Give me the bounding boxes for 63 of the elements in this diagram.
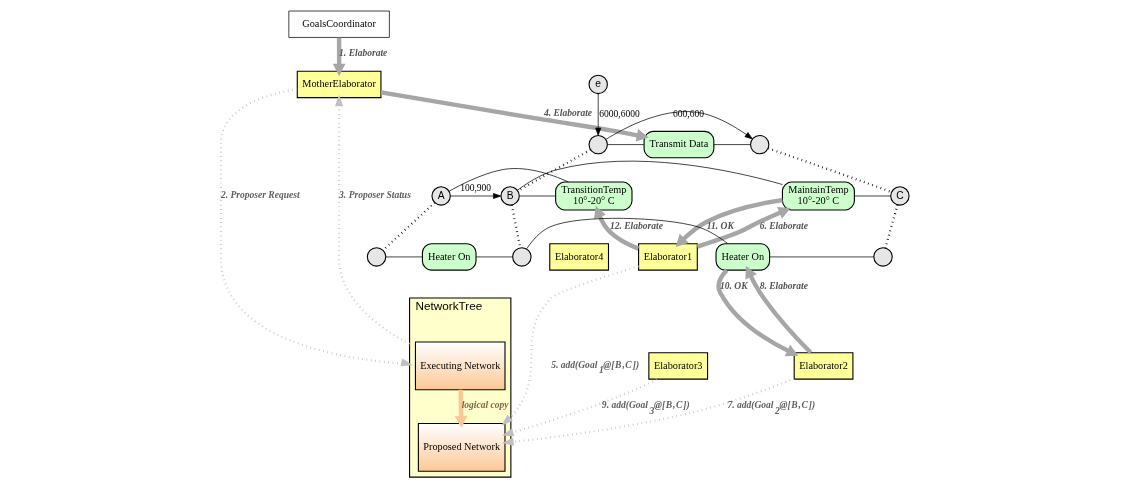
arrow	[745, 265, 813, 355]
node-box: GoalsCoordinator	[288, 10, 390, 38]
connector	[385, 256, 423, 258]
arrow	[380, 90, 649, 142]
arrow	[605, 111, 753, 140]
node-box: Elaborator2	[793, 352, 854, 380]
connector	[519, 195, 556, 197]
edge-label: 2. Proposer Request	[220, 188, 300, 200]
connector	[475, 256, 513, 258]
connector	[854, 195, 892, 197]
node-box: Heater On	[715, 243, 771, 271]
arrow	[594, 205, 640, 251]
edge-label: 10. OK	[720, 279, 748, 291]
node-circle	[512, 247, 532, 267]
node-box: MaintainTemp 10°-20° C	[781, 181, 855, 211]
arrow	[219, 87, 413, 367]
edge-label: 3. Proposer Status	[339, 188, 411, 200]
connector	[769, 256, 875, 258]
arrow	[716, 268, 799, 357]
node-circle: A	[431, 186, 451, 206]
edge-label: 1. Elaborate	[339, 47, 388, 59]
connector	[448, 168, 569, 192]
node-circle	[873, 247, 893, 267]
connector	[526, 218, 729, 250]
arrow	[501, 378, 658, 437]
node-circle: C	[890, 186, 910, 206]
node-circle	[749, 134, 770, 155]
arrow	[696, 207, 791, 249]
edge-label: 12. Elaborate	[609, 219, 663, 231]
arrow	[501, 265, 639, 426]
node-box: Elaborator4	[549, 243, 610, 271]
edge-label: 100,900	[460, 182, 492, 194]
node-box: Proposed Network	[417, 422, 506, 472]
arrow	[501, 377, 795, 446]
arrow	[675, 197, 783, 247]
connector	[607, 144, 645, 145]
edge-label: 8. Elaborate	[759, 279, 808, 291]
arrow	[332, 37, 346, 76]
arrow	[454, 389, 468, 429]
edge-label: 4. Elaborate	[543, 107, 593, 119]
node-box: Elaborator1	[638, 243, 698, 271]
connector	[713, 144, 751, 145]
node-circle	[588, 134, 608, 155]
arrow	[450, 193, 502, 199]
node-box: Heater On	[421, 243, 477, 271]
arrow	[335, 94, 411, 345]
edge-label: 600,600	[673, 108, 704, 120]
connector	[884, 204, 899, 249]
edge-label: 6. Elaborate	[759, 219, 808, 231]
arrow	[595, 93, 602, 136]
edge-label: logical copy	[461, 399, 509, 411]
node-box: Transmit Data	[643, 130, 715, 159]
edge-label: 11. OK	[706, 219, 734, 231]
node-circle	[366, 247, 387, 267]
node-box: MotherElaborator	[296, 70, 382, 99]
node-circle: B	[500, 186, 520, 206]
connector	[517, 160, 783, 191]
connector	[768, 147, 892, 194]
edge-label: 6000,6000	[599, 108, 640, 120]
node-box: Executing Network	[414, 341, 506, 391]
node-box: Elaborator3	[648, 352, 709, 380]
node-box: TransitionTemp 10°-20° C	[555, 181, 633, 211]
node-circle: e	[588, 74, 608, 95]
